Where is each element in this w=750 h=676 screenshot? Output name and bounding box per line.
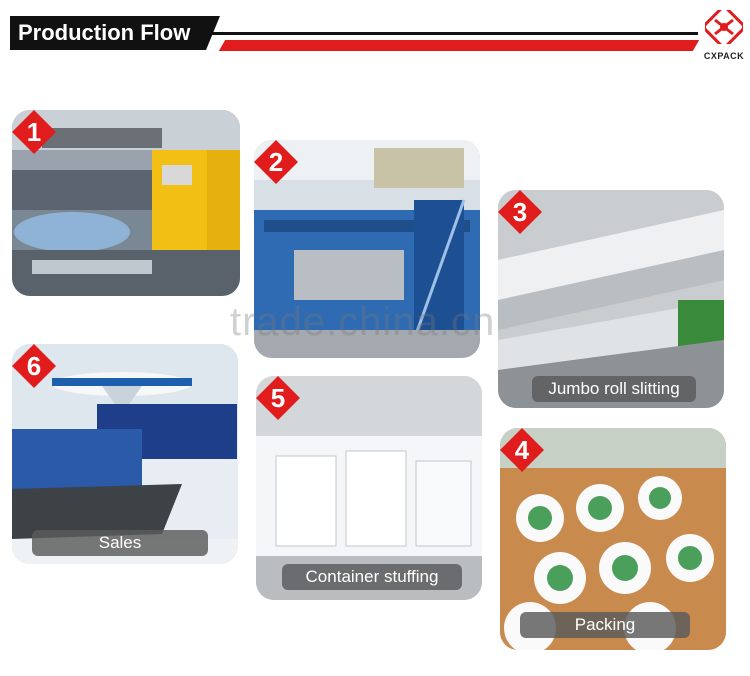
step-6-number: 6 (26, 351, 42, 381)
step-5-number: 5 (270, 383, 286, 413)
step-6-card: 6 Sales (12, 344, 238, 564)
header: Production Flow CXPACK (0, 0, 750, 70)
page-title: Production Flow (10, 16, 220, 50)
step-badge-icon (498, 190, 542, 234)
step-2-card: 2 (254, 140, 480, 358)
step-badge-icon (500, 428, 544, 472)
cxpack-logo-icon (702, 5, 746, 49)
step-6-badge: 6 (12, 344, 56, 388)
step-4-number: 4 (514, 435, 530, 465)
step-4-caption: Packing (520, 612, 690, 638)
jumbo-roll-slitting-image (498, 190, 724, 408)
step-2-number: 2 (268, 147, 284, 177)
step-3-number: 3 (512, 197, 528, 227)
warehouse-stacking-image (256, 376, 482, 600)
step-4-badge: 4 (500, 428, 544, 472)
step-badge-icon (12, 110, 56, 154)
step-2-badge: 2 (254, 140, 298, 184)
step-4-card: 4 Packing (500, 428, 726, 650)
header-divider (210, 32, 698, 35)
step-1-badge: 1 (12, 110, 56, 154)
step-badge-icon (256, 376, 300, 420)
coating-machine-image (254, 140, 480, 358)
shipping-image (12, 344, 238, 564)
step-5-badge: 5 (256, 376, 300, 420)
step-6-caption: Sales (32, 530, 208, 556)
watermark: trade.china.cn (230, 300, 496, 344)
step-5-caption: Container stuffing (282, 564, 462, 590)
step-badge-icon (254, 140, 298, 184)
header-accent-stripe (218, 40, 700, 51)
step-5-card: 5 Container stuffing (256, 376, 482, 600)
step-3-caption: Jumbo roll slitting (532, 376, 696, 402)
step-badge-icon (12, 344, 56, 388)
step-1-number: 1 (26, 117, 42, 147)
step-3-badge: 3 (498, 190, 542, 234)
brand-logo: CXPACK (702, 5, 746, 62)
step-1-card: 1 (12, 110, 240, 296)
printing-machine-image (12, 110, 240, 296)
step-3-card: 3 Jumbo roll slitting (498, 190, 724, 408)
logo-text: CXPACK (703, 51, 745, 61)
